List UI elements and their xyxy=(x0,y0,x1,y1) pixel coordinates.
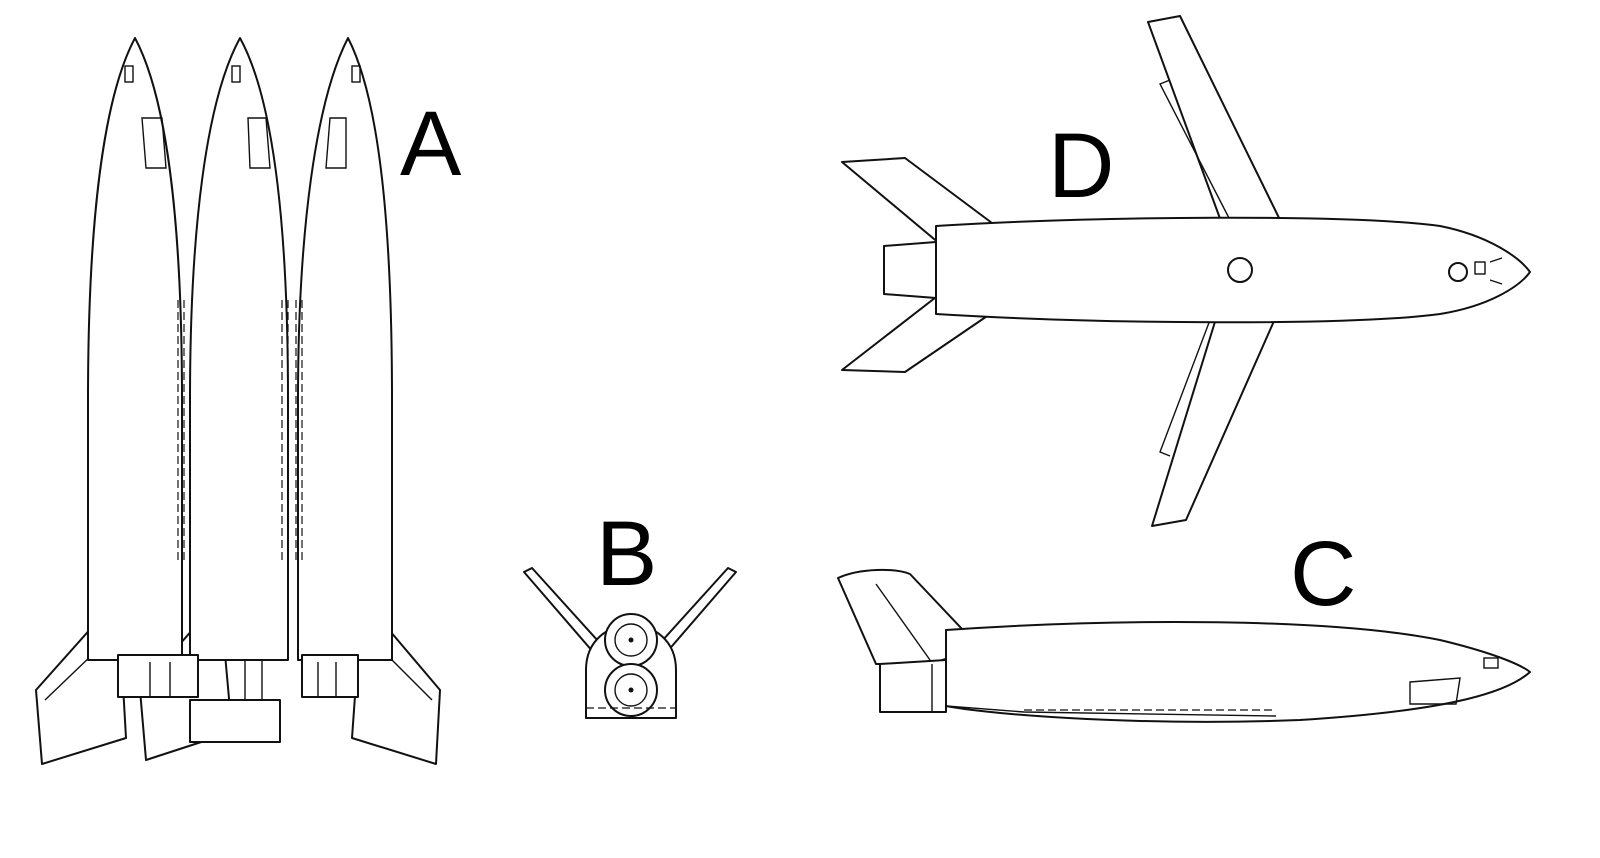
view-c-fuselage xyxy=(945,620,1531,723)
view-d-circle-mid xyxy=(1227,257,1253,283)
view-d-upper-wing xyxy=(1147,15,1283,225)
view-c-side xyxy=(837,568,1531,723)
label-a: A xyxy=(400,93,462,195)
view-b-rear xyxy=(523,567,737,719)
label-b: B xyxy=(596,503,658,605)
label-c: C xyxy=(1290,523,1357,625)
view-c-window xyxy=(1409,677,1461,705)
view-d-top xyxy=(841,15,1531,527)
view-a-three-bodies xyxy=(35,37,441,765)
view-a-body-right xyxy=(297,37,393,661)
view-a-body-center xyxy=(189,37,289,661)
label-d: D xyxy=(1048,115,1115,217)
view-d-circle-nose xyxy=(1448,262,1468,282)
view-a-body-left xyxy=(87,37,183,661)
view-d-lower-wing xyxy=(1151,311,1279,527)
